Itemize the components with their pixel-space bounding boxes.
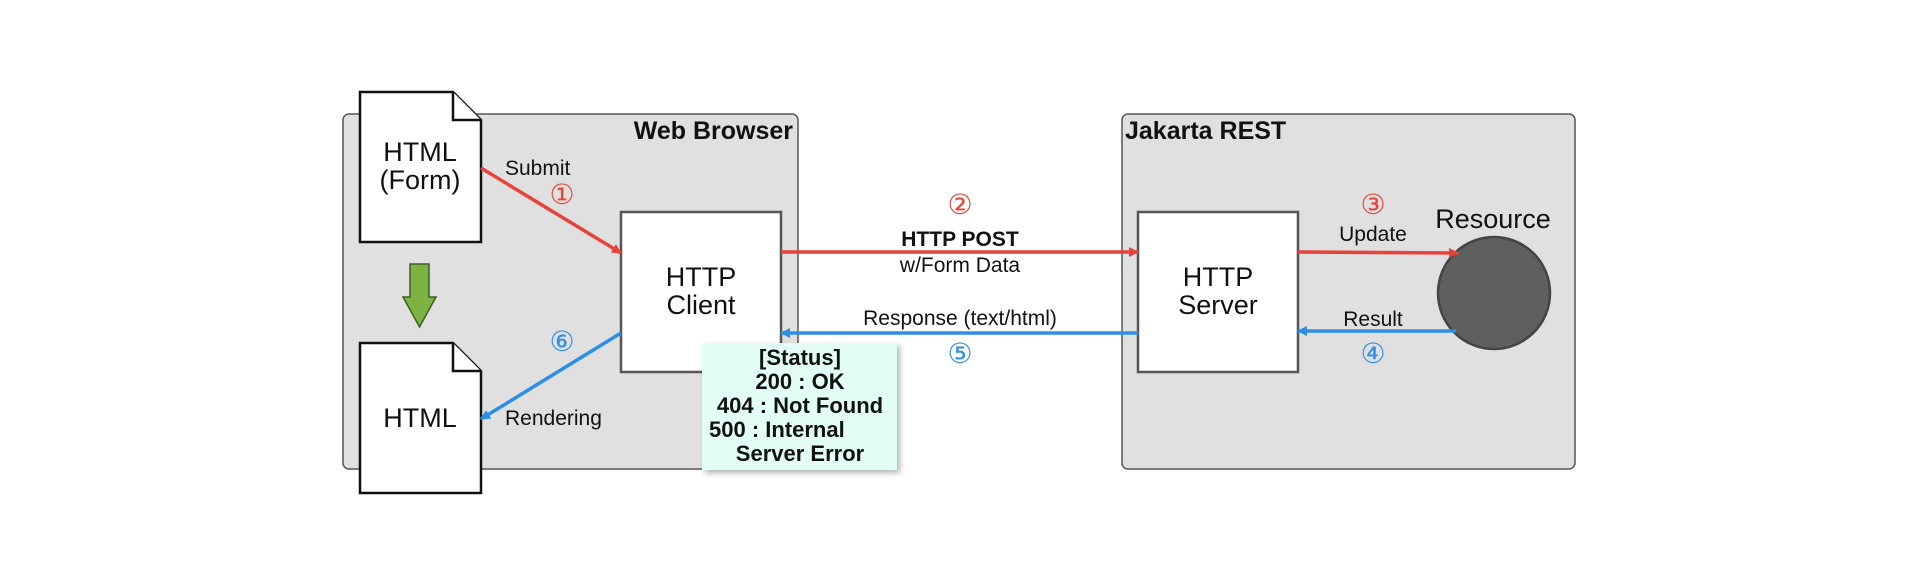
- step-3-number: ③: [1360, 189, 1385, 220]
- html-form-document: HTML (Form): [358, 90, 483, 244]
- step-1-number: ①: [549, 179, 574, 210]
- http-post-arrow: ② HTTP POST w/Form Data: [781, 189, 1139, 277]
- update-arrow: ③ Update: [1297, 189, 1459, 258]
- result-label: Result: [1343, 308, 1403, 331]
- html-document: HTML: [358, 341, 483, 495]
- submit-arrow: Submit ①: [480, 157, 622, 255]
- web-browser-title: Web Browser: [634, 117, 794, 145]
- form-data-label: w/Form Data: [899, 254, 1021, 277]
- http-server-label-line2: Server: [1178, 290, 1258, 320]
- rendering-label: Rendering: [505, 407, 602, 430]
- jakarta-rest-container: Jakarta REST: [1121, 113, 1576, 470]
- status-404: 404 : Not Found: [717, 393, 883, 418]
- response-arrow: Response (text/html) ⑤: [780, 307, 1138, 369]
- down-arrow-icon: [401, 263, 438, 329]
- http-client-label-line1: HTTP: [666, 262, 737, 292]
- http-client-label-line2: Client: [666, 290, 736, 320]
- http-server-box: HTTP Server: [1136, 210, 1300, 374]
- submit-label: Submit: [505, 157, 571, 180]
- resource-node: Resource: [1435, 204, 1552, 351]
- update-label: Update: [1339, 223, 1407, 246]
- step-6-number: ⑥: [549, 326, 574, 357]
- html-form-label-line1: HTML: [383, 137, 457, 167]
- step-4-number: ④: [1360, 338, 1385, 369]
- status-500: 500 : Internal: [709, 417, 845, 442]
- html-form-label-line2: (Form): [380, 165, 461, 195]
- status-heading: [Status]: [759, 345, 841, 370]
- html-document-label: HTML: [383, 403, 457, 433]
- step-2-number: ②: [947, 189, 972, 220]
- status-500-continued: Server Error: [736, 441, 865, 466]
- jakarta-rest-title: Jakarta REST: [1125, 117, 1286, 145]
- rendering-arrow: ⑥ Rendering: [480, 326, 622, 430]
- http-post-label: HTTP POST: [901, 228, 1019, 251]
- step-5-number: ⑤: [947, 338, 972, 369]
- status-note: [Status] 200 : OK 404 : Not Found 500 : …: [702, 343, 897, 470]
- resource-label: Resource: [1435, 204, 1551, 234]
- http-server-label-line1: HTTP: [1183, 262, 1254, 292]
- response-label: Response (text/html): [863, 307, 1057, 330]
- status-200: 200 : OK: [755, 369, 844, 394]
- result-arrow: Result ④: [1297, 308, 1456, 369]
